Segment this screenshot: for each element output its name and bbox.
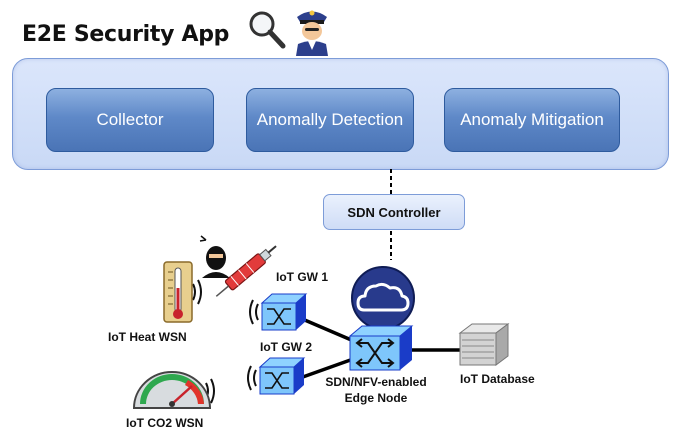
server-rack-icon xyxy=(458,323,510,366)
gw1-label: IoT GW 1 xyxy=(276,270,328,284)
heat-wsn-label: IoT Heat WSN xyxy=(108,330,187,344)
collector-module[interactable]: Collector xyxy=(46,88,214,152)
app-title: E2E Security App xyxy=(22,22,230,47)
edge-node-label-line2: Edge Node xyxy=(344,391,408,405)
gw2-switch-icon xyxy=(258,357,306,395)
gw1-edge-link xyxy=(299,316,357,344)
gauge-icon xyxy=(132,371,212,409)
edge-node-label: SDN/NFV-enabled Edge Node xyxy=(318,374,434,406)
anomaly-detection-module[interactable]: Anomally Detection xyxy=(246,88,414,152)
police-officer-icon xyxy=(296,10,328,56)
anomaly-mitigation-module[interactable]: Anomaly Mitigation xyxy=(444,88,620,152)
cloud-icon xyxy=(351,266,415,330)
hacker-icon xyxy=(199,235,230,278)
sdn-controller-box[interactable]: SDN Controller xyxy=(323,194,465,230)
magnifier-icon xyxy=(249,11,286,49)
syringe-icon xyxy=(215,245,277,297)
co2-wsn-label: IoT CO2 WSN xyxy=(126,416,204,430)
edge-node-switch-icon xyxy=(348,325,414,371)
wireless-signal-icon xyxy=(192,279,259,404)
gw1-switch-icon xyxy=(260,293,308,331)
gw2-edge-link xyxy=(299,356,357,380)
edge-node-label-line1: SDN/NFV-enabled xyxy=(325,375,427,389)
thermometer-icon xyxy=(163,261,193,323)
gw2-label: IoT GW 2 xyxy=(260,340,312,354)
database-label: IoT Database xyxy=(460,372,535,386)
